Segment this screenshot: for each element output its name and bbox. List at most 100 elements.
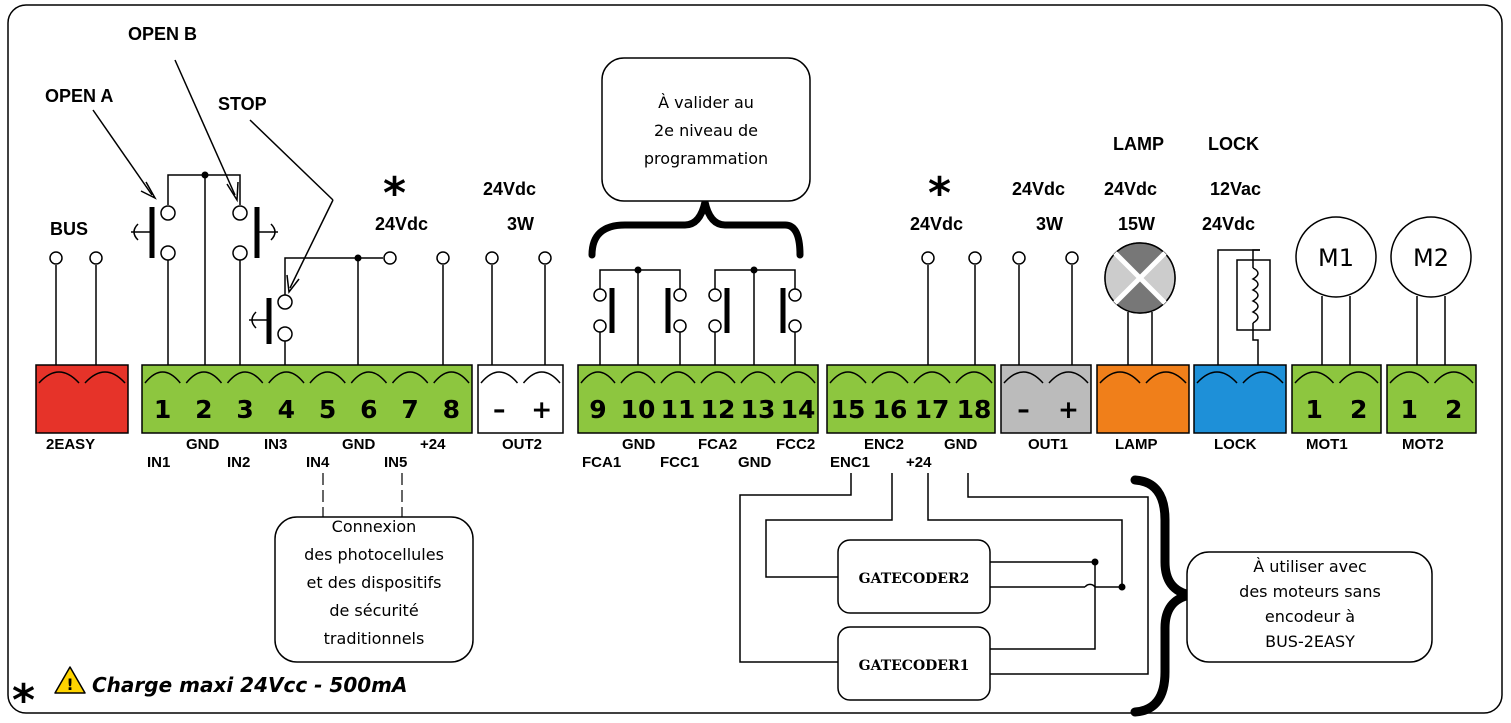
encoder-callout bbox=[1186, 551, 1433, 663]
label-in5: IN5 bbox=[384, 454, 407, 471]
lamp-title: LAMP bbox=[1113, 134, 1164, 154]
label-enc1: ENC1 bbox=[830, 454, 870, 471]
terminal-block-lamp: LAMP bbox=[1096, 364, 1190, 453]
label-plus24-8: +24 bbox=[420, 436, 446, 453]
stop-contact bbox=[277, 294, 293, 310]
motor-1-icon bbox=[1295, 216, 1377, 298]
terminal-block-lock: LOCK bbox=[1193, 364, 1287, 453]
terminal-number: 5 bbox=[319, 395, 336, 424]
v24-label-a: 24Vdc bbox=[375, 214, 428, 234]
terminal-block-out2: –+ OUT2 bbox=[477, 364, 564, 453]
block-name-mot1: MOT1 bbox=[1306, 436, 1348, 453]
open-a-contact bbox=[160, 205, 176, 221]
label-fcc2: FCC2 bbox=[776, 436, 815, 453]
label-in3: IN3 bbox=[264, 436, 287, 453]
gatecoder2-box bbox=[837, 539, 991, 614]
lamp-watt: 15W bbox=[1118, 214, 1155, 234]
label-gnd-2: GND bbox=[186, 436, 220, 453]
gatecoder2-label: GATECODER2 bbox=[859, 571, 970, 587]
terminal-point bbox=[49, 251, 63, 265]
out2-watt: 3W bbox=[507, 214, 534, 234]
block-name-lamp: LAMP bbox=[1115, 436, 1158, 453]
open-b-contact bbox=[232, 205, 248, 221]
terminal-block-out1: –+OUT1 bbox=[1000, 364, 1092, 453]
terminal-number: 15 bbox=[831, 395, 866, 424]
terminal-number: – bbox=[493, 395, 506, 424]
terminal-number: 16 bbox=[873, 395, 908, 424]
open-a-label: OPEN A bbox=[45, 86, 113, 106]
label-plus24-17: +24 bbox=[906, 454, 932, 471]
stop-contact bbox=[277, 326, 293, 342]
terminal-number: 2 bbox=[1350, 395, 1367, 424]
block-name-2easy: 2EASY bbox=[46, 436, 95, 453]
photocell-line-2: des photocellules bbox=[304, 545, 444, 564]
photocell-line-4: de sécurité bbox=[329, 601, 418, 620]
motor-2-label: M2 bbox=[1413, 244, 1449, 272]
motor-1-label: M1 bbox=[1318, 244, 1354, 272]
out1-watt: 3W bbox=[1036, 214, 1063, 234]
lock-voltage-dc: 24Vdc bbox=[1202, 214, 1255, 234]
lamp-icon bbox=[1115, 242, 1165, 278]
stop-label: STOP bbox=[218, 94, 267, 114]
open-b-label: OPEN B bbox=[128, 24, 197, 44]
label-gnd-10: GND bbox=[622, 436, 656, 453]
terminal-point bbox=[89, 251, 103, 265]
terminal-number: 2 bbox=[195, 395, 212, 424]
label-fca1: FCA1 bbox=[582, 454, 621, 471]
terminal-number: 1 bbox=[1401, 395, 1418, 424]
label-in4: IN4 bbox=[306, 454, 330, 471]
label-fca2: FCA2 bbox=[698, 436, 737, 453]
terminal-number: – bbox=[1017, 395, 1030, 424]
motor-2-icon bbox=[1390, 216, 1472, 298]
asterisk-left: * bbox=[383, 168, 406, 219]
programming-callout bbox=[601, 57, 811, 202]
terminal-number: 7 bbox=[401, 395, 418, 424]
label-gnd-6: GND bbox=[342, 436, 376, 453]
photocell-line-5: traditionnels bbox=[324, 629, 425, 648]
gatecoder1-label: GATECODER1 bbox=[859, 658, 970, 674]
asterisk-footer: * bbox=[12, 675, 35, 719]
terminal-number: 11 bbox=[661, 395, 696, 424]
programming-line-1: À valider au bbox=[658, 93, 754, 112]
programming-brace bbox=[588, 201, 804, 259]
lock-coil-icon bbox=[1236, 259, 1271, 331]
out1-voltage: 24Vdc bbox=[1012, 179, 1065, 199]
terminal-number: 13 bbox=[741, 395, 776, 424]
asterisk-right: * bbox=[928, 168, 951, 219]
svg-text:!: ! bbox=[66, 675, 73, 694]
terminal-block-2easy: 2EASY bbox=[35, 364, 129, 453]
terminal-number: 2 bbox=[1445, 395, 1462, 424]
lock-title: LOCK bbox=[1208, 134, 1259, 154]
photocell-line-1: Connexion bbox=[332, 517, 417, 536]
programming-line-2: 2e niveau de bbox=[654, 121, 758, 140]
label-in2: IN2 bbox=[227, 454, 250, 471]
label-gnd-18: GND bbox=[944, 436, 978, 453]
block-name-out2: OUT2 bbox=[502, 436, 542, 453]
terminal-number: 12 bbox=[701, 395, 736, 424]
terminal-number: 8 bbox=[443, 395, 460, 424]
label-enc2: ENC2 bbox=[864, 436, 904, 453]
warning-icon: ! bbox=[54, 666, 86, 694]
out2-voltage: 24Vdc bbox=[483, 179, 536, 199]
programming-line-3: programmation bbox=[644, 149, 768, 168]
terminal-number: 14 bbox=[781, 395, 816, 424]
block-name-mot2: MOT2 bbox=[1402, 436, 1444, 453]
open-b-contact bbox=[232, 245, 248, 261]
lock-voltage-ac: 12Vac bbox=[1210, 179, 1261, 199]
encoder-line-2: des moteurs sans bbox=[1239, 582, 1381, 601]
terminal-number: + bbox=[531, 395, 552, 424]
gatecoder1-box bbox=[837, 626, 991, 701]
terminal-number: 18 bbox=[957, 395, 992, 424]
terminal-number: 1 bbox=[1306, 395, 1323, 424]
encoder-line-4: BUS-2EASY bbox=[1265, 632, 1355, 651]
photocell-line-3: et des dispositifs bbox=[307, 573, 442, 592]
block-name-out1: OUT1 bbox=[1028, 436, 1068, 453]
terminal-number: 17 bbox=[915, 395, 950, 424]
open-a-contact bbox=[160, 245, 176, 261]
lamp-voltage: 24Vdc bbox=[1104, 179, 1157, 199]
terminal-number: 4 bbox=[278, 395, 295, 424]
